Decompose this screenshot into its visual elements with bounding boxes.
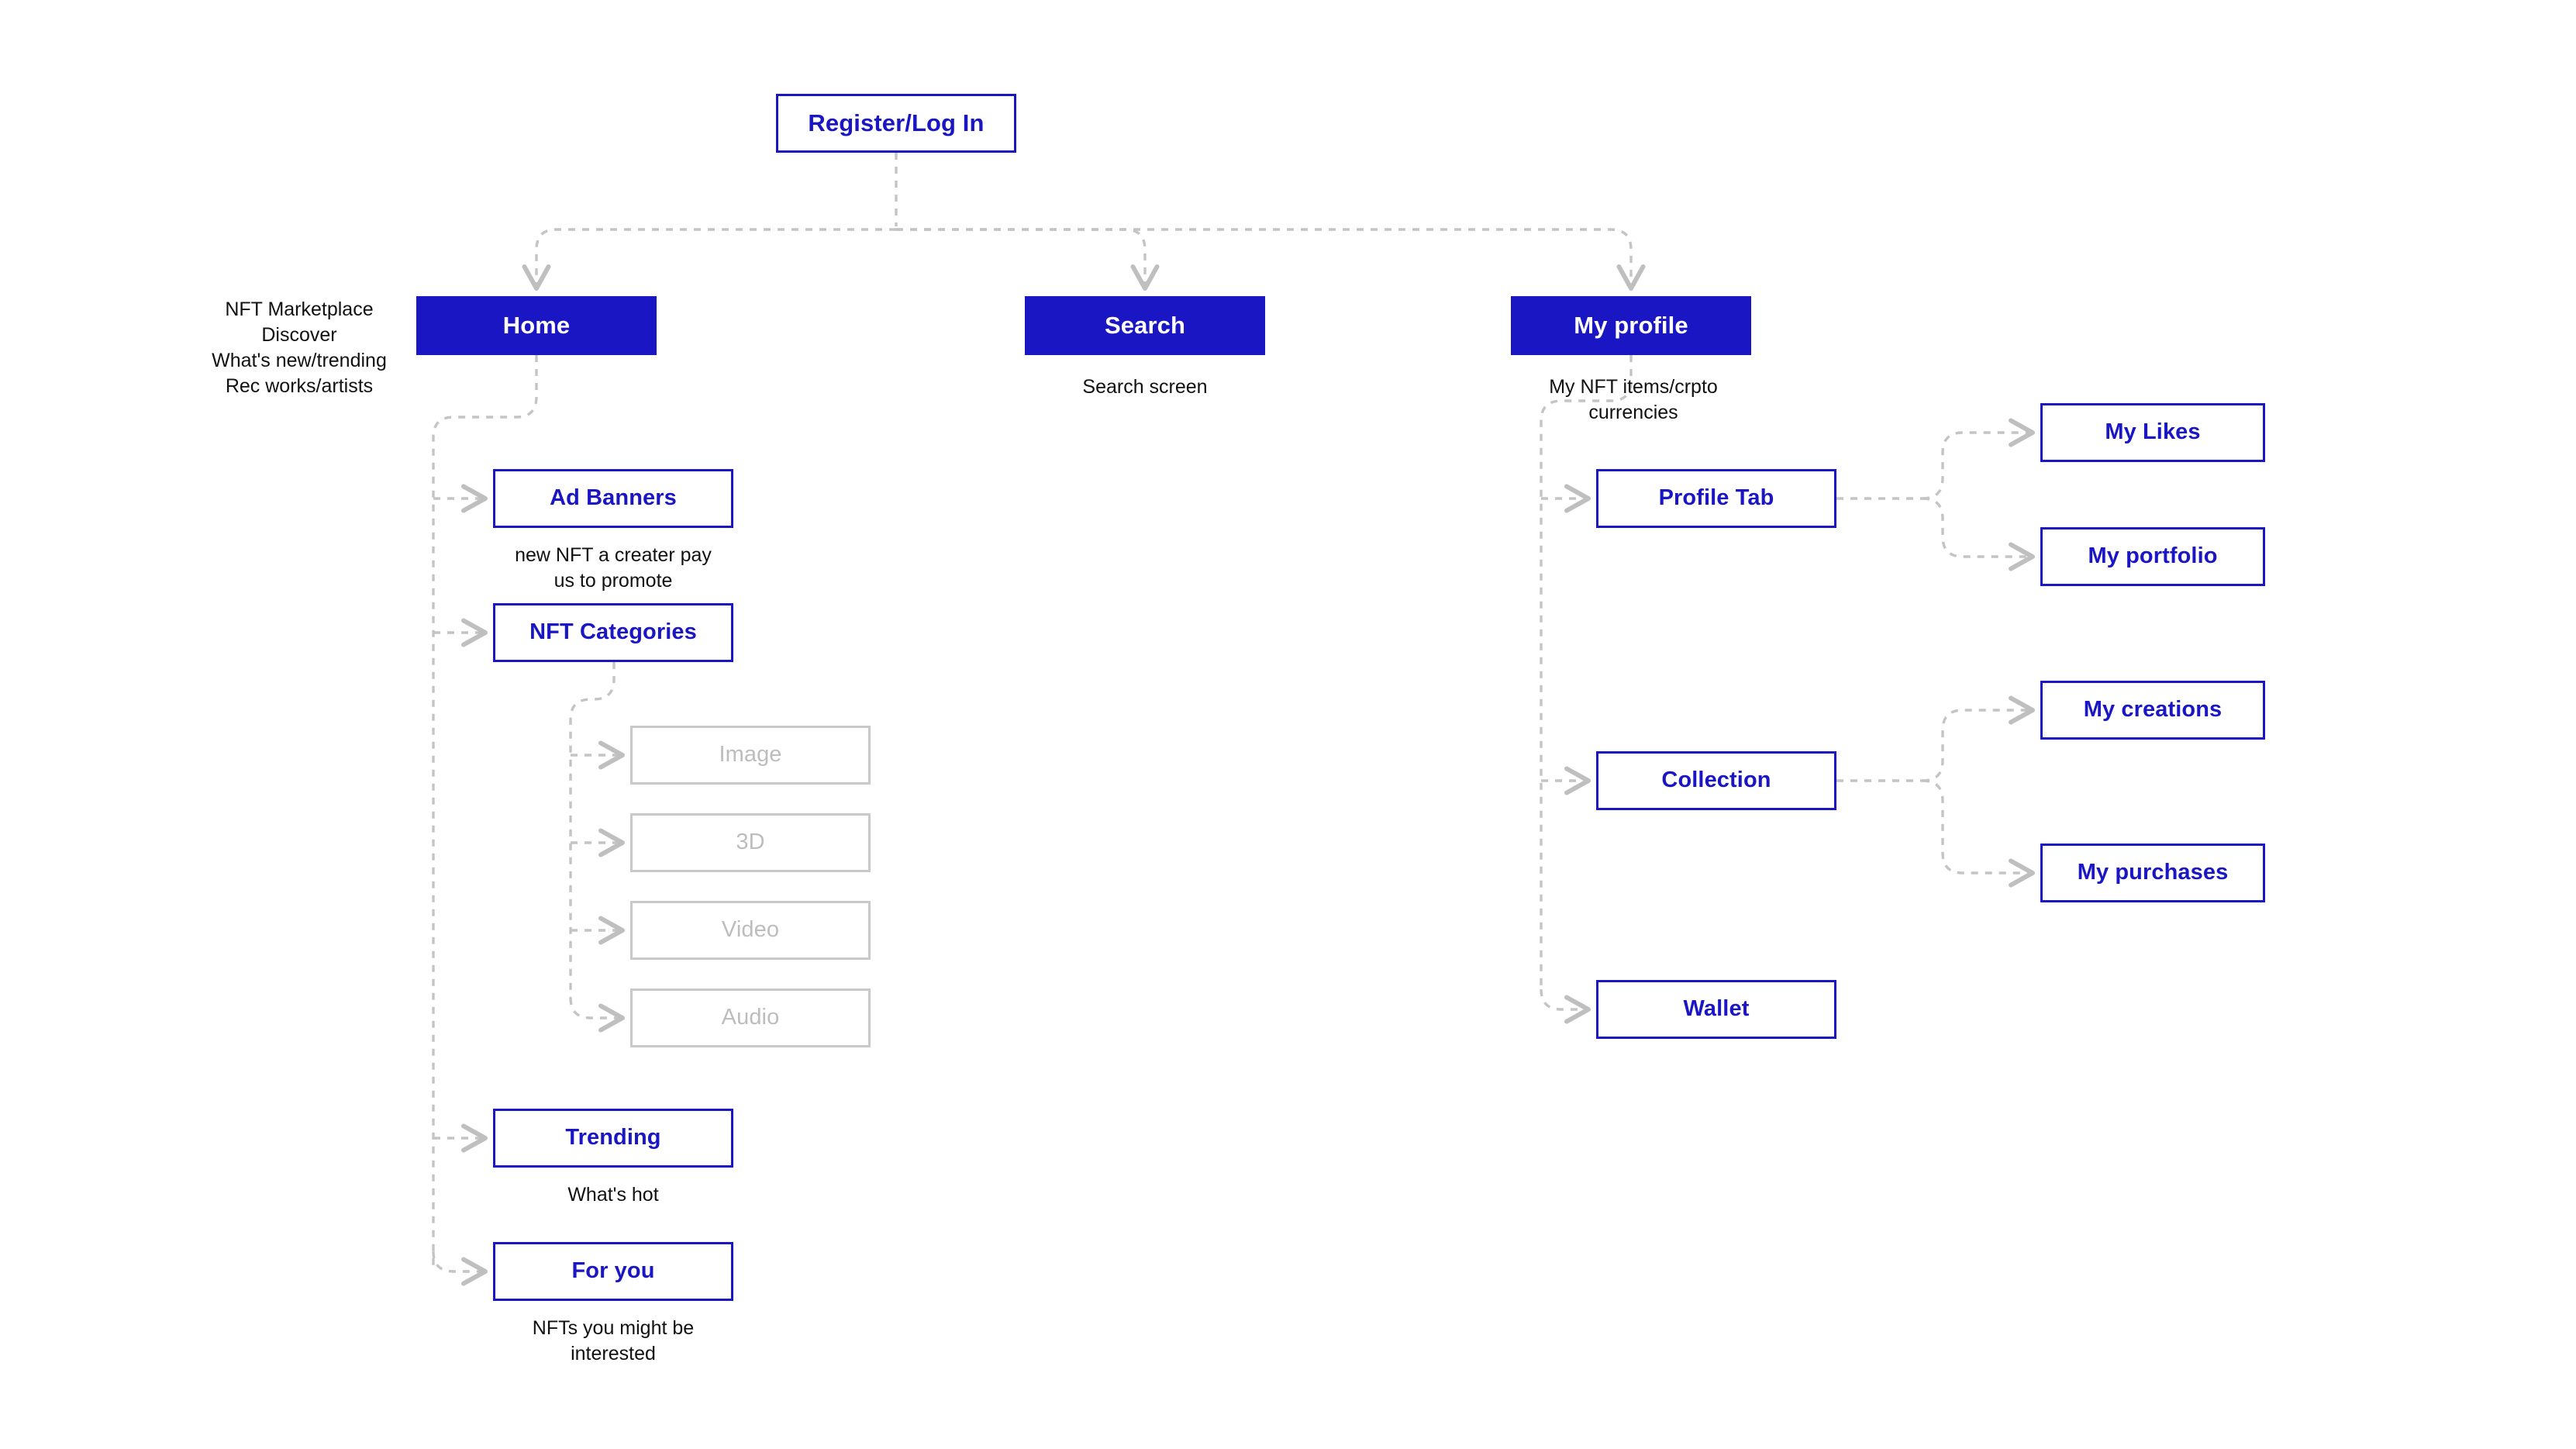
node-search[interactable]: Search [1025,296,1265,355]
caption-ad-banners: new NFT a creater pay us to promote [515,544,712,592]
node-my-purchases[interactable]: My purchases [2040,844,2265,902]
node-collection[interactable]: Collection [1596,751,1836,810]
node-category-video[interactable]: Video [630,901,871,960]
node-my-likes[interactable]: My Likes [2040,403,2265,462]
caption-home: NFT Marketplace Discover What's new/tren… [212,298,387,397]
node-nft-categories[interactable]: NFT Categories [493,603,733,662]
caption-my-profile: My NFT items/crpto currencies [1549,376,1718,423]
node-register-login[interactable]: Register/Log In [776,94,1016,153]
caption-search: Search screen [1082,376,1208,398]
node-category-audio[interactable]: Audio [630,988,871,1047]
node-my-profile[interactable]: My profile [1511,296,1751,355]
node-wallet[interactable]: Wallet [1596,980,1836,1039]
node-home[interactable]: Home [416,296,657,355]
node-for-you[interactable]: For you [493,1242,733,1301]
node-my-portfolio[interactable]: My portfolio [2040,527,2265,586]
node-ad-banners[interactable]: Ad Banners [493,469,733,528]
caption-for-you: NFTs you might be interested [532,1317,695,1364]
caption-trending: What's hot [567,1184,659,1206]
node-trending[interactable]: Trending [493,1109,733,1168]
node-category-3d[interactable]: 3D [630,813,871,872]
node-my-creations[interactable]: My creations [2040,681,2265,740]
node-category-image[interactable]: Image [630,726,871,785]
node-profile-tab[interactable]: Profile Tab [1596,469,1836,528]
